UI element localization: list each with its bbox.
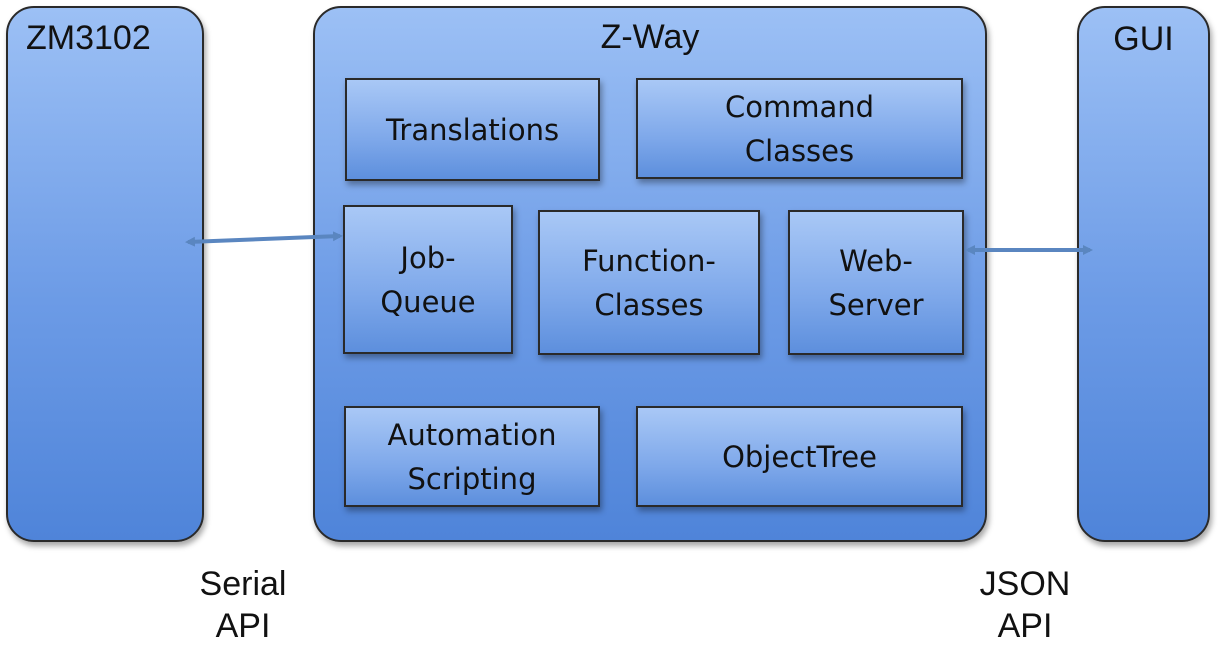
- automation-scripting-label: Automation Scripting: [387, 417, 557, 496]
- translations-box: Translations: [345, 78, 600, 181]
- command-classes-label: Command Classes: [724, 89, 875, 168]
- function-classes-label: Function- Classes: [582, 243, 716, 322]
- serial-api-arrow: [185, 231, 343, 247]
- zm3102-title: ZM3102: [26, 19, 151, 57]
- job-queue-box: Job- Queue: [343, 205, 513, 354]
- job-queue-label: Job- Queue: [380, 240, 476, 319]
- function-classes-box: Function- Classes: [538, 210, 760, 355]
- object-tree-box: ObjectTree: [636, 406, 963, 507]
- serial-api-caption: Serial API: [199, 565, 287, 645]
- command-classes-box: Command Classes: [636, 78, 963, 179]
- object-tree-label: ObjectTree: [722, 439, 877, 474]
- zm3102-panel: ZM3102: [6, 6, 204, 542]
- gui-title: GUI: [1113, 20, 1174, 58]
- web-server-box: Web- Server: [788, 210, 964, 355]
- web-server-label: Web- Server: [828, 243, 924, 322]
- gui-panel: GUI: [1077, 6, 1210, 542]
- json-api-caption: JSON API: [979, 565, 1071, 645]
- translations-label: Translations: [385, 112, 560, 147]
- automation-scripting-box: Automation Scripting: [344, 406, 600, 507]
- zway-title: Z-Way: [600, 18, 700, 56]
